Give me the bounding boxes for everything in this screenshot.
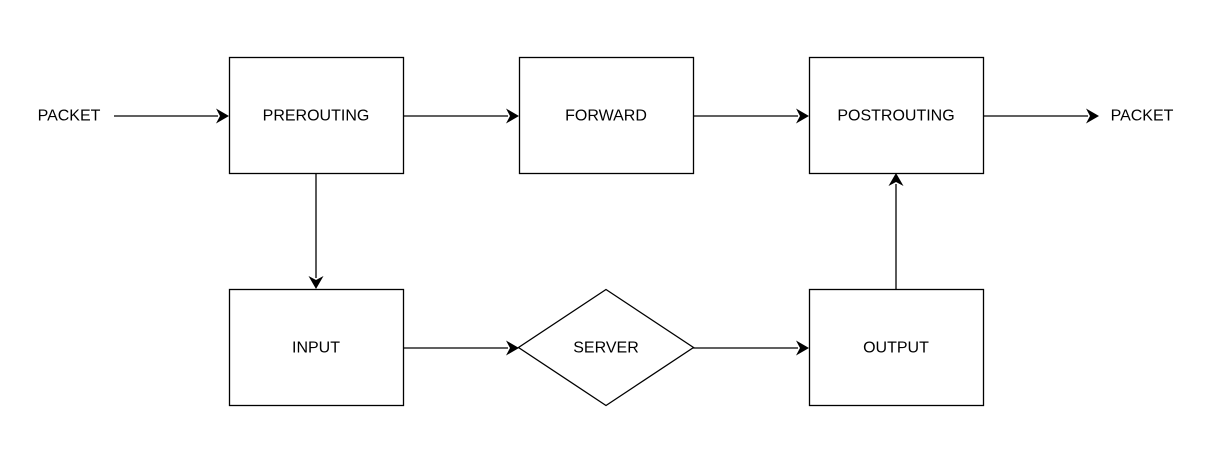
node-forward: FORWARD (518, 56, 695, 175)
server-diamond (517, 288, 695, 407)
edge-postrouting-to-packet-out (983, 108, 1099, 124)
edge-prerouting-to-input (308, 173, 324, 289)
edge-server-to-output (693, 340, 809, 356)
input-label: INPUT (292, 340, 340, 357)
input-box (228, 288, 405, 407)
forward-label: FORWARD (565, 108, 647, 125)
edge-forward-to-postrouting (693, 108, 809, 124)
node-postrouting: POSTROUTING (808, 56, 985, 175)
node-output: OUTPUT (808, 288, 985, 407)
edges (114, 108, 1099, 356)
prerouting-label: PREROUTING (263, 108, 370, 125)
postrouting-box (808, 56, 985, 175)
packet-in-label: PACKET (38, 108, 101, 125)
edge-input-to-server (403, 340, 519, 356)
output-box (808, 288, 985, 407)
node-input: INPUT (228, 288, 405, 407)
edge-packet-in-to-prerouting (114, 108, 229, 124)
forward-box (518, 56, 695, 175)
output-label: OUTPUT (863, 340, 929, 357)
edge-prerouting-to-forward (403, 108, 519, 124)
node-prerouting: PREROUTING (228, 56, 405, 175)
nodes: PACKET PREROUTING FORWARD POSTROUTING PA… (38, 56, 1174, 407)
node-server: SERVER (517, 288, 695, 407)
postrouting-label: POSTROUTING (837, 108, 954, 125)
packet-out-label: PACKET (1111, 108, 1174, 125)
server-label: SERVER (573, 340, 639, 357)
prerouting-box (228, 56, 405, 175)
edge-output-to-postrouting (888, 173, 904, 289)
